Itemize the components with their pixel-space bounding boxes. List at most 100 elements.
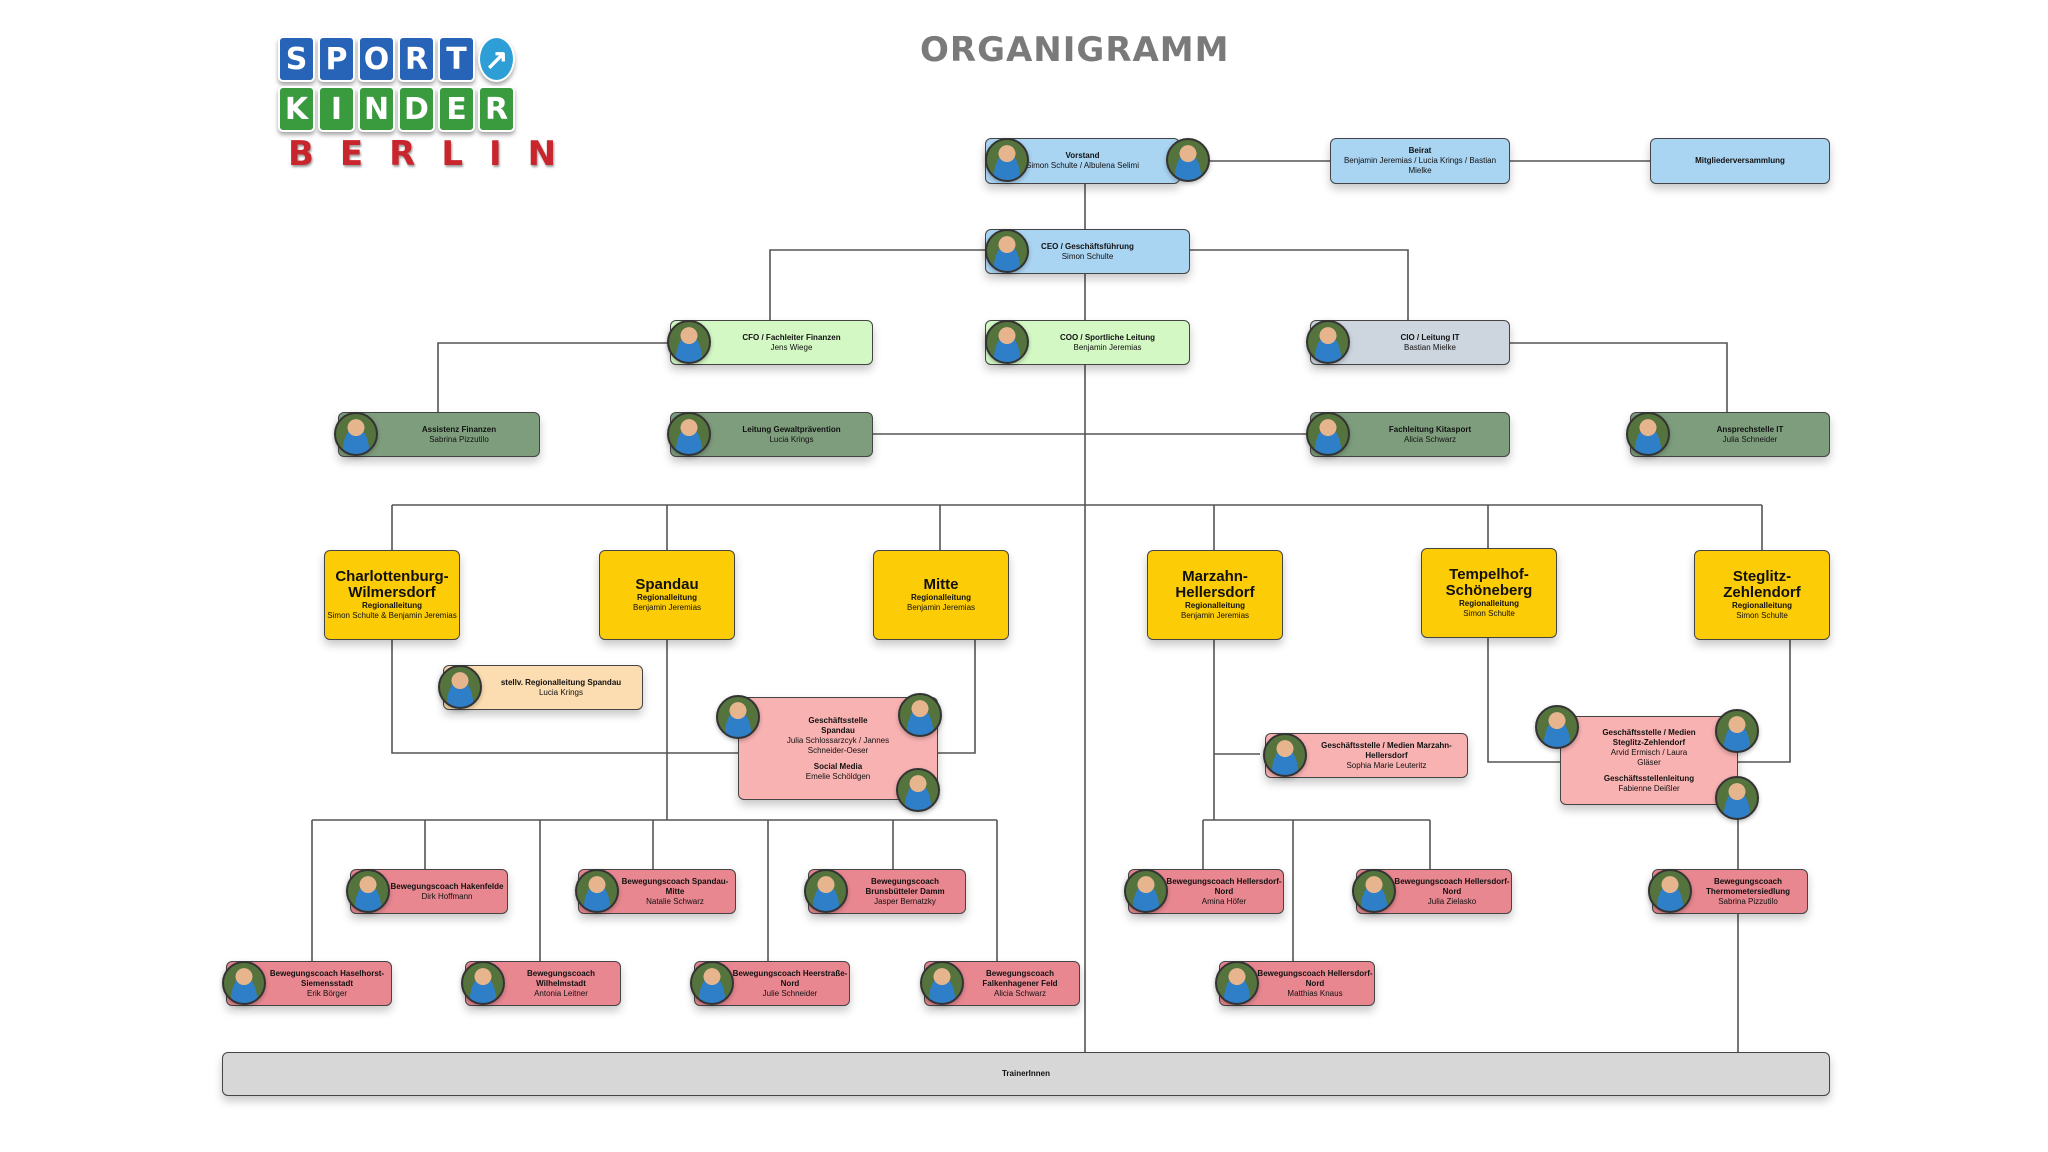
vorstand-avatar-2 bbox=[1166, 138, 1210, 182]
page-title: ORGANIGRAMM bbox=[920, 30, 1230, 70]
stellv-avatar bbox=[438, 665, 482, 709]
mitgliederversammlung-box[interactable]: Mitgliederversammlung bbox=[1650, 138, 1830, 184]
logo-letter: E bbox=[339, 134, 364, 174]
stellv-names: Lucia Krings bbox=[538, 687, 584, 697]
gewalt-role: Leitung Gewaltprävention bbox=[742, 424, 841, 434]
coach-names: Julia Zielasko bbox=[1427, 896, 1477, 906]
gs-spandau-avatar-1 bbox=[716, 695, 760, 739]
logo-letter: P bbox=[318, 36, 355, 82]
gs-spandau-role2: Social Media bbox=[813, 761, 863, 771]
coach-role: Bewegungscoach Hellersdorf-Nord bbox=[1394, 876, 1510, 896]
trainer-label: TrainerInnen bbox=[1001, 1069, 1050, 1078]
coach-role: Bewegungscoach Heerstraße-Nord bbox=[732, 968, 848, 988]
coach-names: Dirk Hoffmann bbox=[421, 891, 473, 901]
region-spandau-box[interactable]: Spandau Regionalleitung Benjamin Jeremia… bbox=[599, 550, 735, 640]
gs-spandau-names: Julia Schlossarzcyk / Jannes Schneider-O… bbox=[786, 735, 890, 755]
coach-role: Bewegungscoach Wilhelmstadt bbox=[526, 968, 595, 988]
gewalt-avatar bbox=[667, 412, 711, 456]
vorstand-role: Vorstand bbox=[1065, 151, 1100, 160]
cfo-avatar bbox=[667, 320, 711, 364]
region-role: Regionalleitung bbox=[637, 593, 697, 602]
coach-haselhorst-avatar bbox=[222, 961, 266, 1005]
gs-steglitz-avatar-1 bbox=[1535, 705, 1579, 749]
cio-avatar bbox=[1306, 320, 1350, 364]
region-role: Regionalleitung bbox=[1732, 601, 1792, 610]
region-role: Regionalleitung bbox=[362, 601, 422, 610]
kitasport-role: Fachleitung Kitasport bbox=[1388, 424, 1472, 434]
gs-spandau-names2: Emelie Schöldgen bbox=[805, 771, 871, 781]
kitasport-avatar bbox=[1306, 412, 1350, 456]
gs-spandau-avatar-2 bbox=[898, 693, 942, 737]
coach-role: Bewegungscoach Hellersdorf-Nord bbox=[1166, 876, 1282, 896]
coach-names: Alicia Schwarz bbox=[993, 988, 1046, 998]
region-role: Regionalleitung bbox=[1185, 601, 1245, 610]
region-name: Steglitz-Zehlendorf bbox=[1723, 568, 1801, 601]
coach-hakenfelde-avatar bbox=[346, 869, 390, 913]
cio-role: CIO / Leitung IT bbox=[1400, 332, 1460, 342]
coach-role: Bewegungscoach Thermometersiedlung bbox=[1705, 876, 1790, 896]
gs-steglitz-role: Geschäftsstelle / Medien Steglitz-Zehlen… bbox=[1602, 727, 1696, 747]
region-names: Simon Schulte bbox=[1736, 611, 1788, 620]
mitglieder-role: Mitgliederversammlung bbox=[1695, 156, 1785, 165]
coach-names: Antonia Leitner bbox=[534, 988, 588, 998]
coo-names: Benjamin Jeremias bbox=[1073, 342, 1142, 352]
ceo-names: Simon Schulte bbox=[1061, 251, 1114, 261]
region-names: Benjamin Jeremias bbox=[1180, 611, 1250, 620]
logo-letter: I bbox=[489, 134, 502, 174]
coach-role: Bewegungscoach Spandau-Mitte bbox=[621, 876, 729, 896]
trainerinnen-bar[interactable]: TrainerInnen bbox=[222, 1052, 1830, 1096]
it-contact-names: Julia Schneider bbox=[1722, 434, 1778, 444]
coach-thermometer-avatar bbox=[1648, 869, 1692, 913]
gs-marzahn-avatar bbox=[1263, 733, 1307, 777]
region-names: Benjamin Jeremias bbox=[632, 603, 702, 612]
geschaeftsstelle-steglitz-box[interactable]: Geschäftsstelle / Medien Steglitz-Zehlen… bbox=[1560, 716, 1738, 805]
region-charlottenburg-box[interactable]: Charlottenburg-Wilmersdorf Regionalleitu… bbox=[324, 550, 460, 640]
logo-letter: S bbox=[278, 36, 315, 82]
it-contact-avatar bbox=[1626, 412, 1670, 456]
coach-role: Bewegungscoach Haselhorst-Siemensstadt bbox=[269, 968, 385, 988]
coach-names: Julie Schneider bbox=[762, 988, 818, 998]
region-name: Tempelhof-Schöneberg bbox=[1445, 566, 1533, 599]
logo-letter: I bbox=[318, 86, 355, 132]
gs-marzahn-role: Geschäftsstelle / Medien Marzahn-Hellers… bbox=[1321, 740, 1452, 760]
logo-letter: R bbox=[398, 36, 435, 82]
region-marzahn-box[interactable]: Marzahn-Hellersdorf Regionalleitung Benj… bbox=[1147, 550, 1283, 640]
region-role: Regionalleitung bbox=[911, 593, 971, 602]
region-names: Simon Schulte & Benjamin Jeremias bbox=[327, 611, 457, 620]
logo-letter: R bbox=[389, 134, 416, 174]
beirat-role: Beirat bbox=[1408, 146, 1432, 155]
region-names: Simon Schulte bbox=[1463, 609, 1515, 618]
coach-brunsbuettel-avatar bbox=[804, 869, 848, 913]
region-names: Benjamin Jeremias bbox=[906, 603, 976, 612]
coach-falkenhagener-avatar bbox=[920, 961, 964, 1005]
stellv-role: stellv. Regionalleitung Spandau bbox=[500, 677, 622, 687]
logo-letter: R bbox=[478, 86, 515, 132]
assistenz-role: Assistenz Finanzen bbox=[421, 424, 497, 434]
gewalt-names: Lucia Krings bbox=[769, 434, 814, 444]
gs-steglitz-names2: Fabienne Deißler bbox=[1618, 783, 1680, 793]
coach-spandau-mitte-avatar bbox=[575, 869, 619, 913]
beirat-box[interactable]: Beirat Benjamin Jeremias / Lucia Krings … bbox=[1330, 138, 1510, 184]
coo-avatar bbox=[985, 320, 1029, 364]
coach-hellersdorf-3-avatar bbox=[1215, 961, 1259, 1005]
region-steglitz-box[interactable]: Steglitz-Zehlendorf Regionalleitung Simo… bbox=[1694, 550, 1830, 640]
logo-letter: N bbox=[358, 86, 395, 132]
coach-names: Natalie Schwarz bbox=[646, 896, 704, 906]
sportkinder-berlin-logo: S P O R T ↗ K I N D E R B E R L I N bbox=[278, 36, 570, 190]
arrow-icon: ↗ bbox=[478, 36, 515, 82]
gs-marzahn-names: Sophia Marie Leuteritz bbox=[1346, 760, 1427, 770]
kitasport-names: Alicia Schwarz bbox=[1403, 434, 1456, 444]
logo-letter: L bbox=[441, 134, 464, 174]
logo-letter: T bbox=[438, 36, 475, 82]
coach-role: Bewegungscoach Hellersdorf-Nord bbox=[1257, 968, 1373, 988]
coach-wilhelmstadt-avatar bbox=[461, 961, 505, 1005]
coach-hellersdorf-2-avatar bbox=[1352, 869, 1396, 913]
region-mitte-box[interactable]: Mitte Regionalleitung Benjamin Jeremias bbox=[873, 550, 1009, 640]
coach-names: Jasper Bernatzky bbox=[874, 896, 936, 906]
gs-steglitz-role2: Geschäftsstellenleitung bbox=[1603, 773, 1695, 783]
region-tempelhof-box[interactable]: Tempelhof-Schöneberg Regionalleitung Sim… bbox=[1421, 548, 1557, 638]
it-contact-role: Ansprechstelle IT bbox=[1716, 424, 1784, 434]
logo-letter: N bbox=[527, 134, 557, 174]
coach-hellersdorf-1-avatar bbox=[1124, 869, 1168, 913]
